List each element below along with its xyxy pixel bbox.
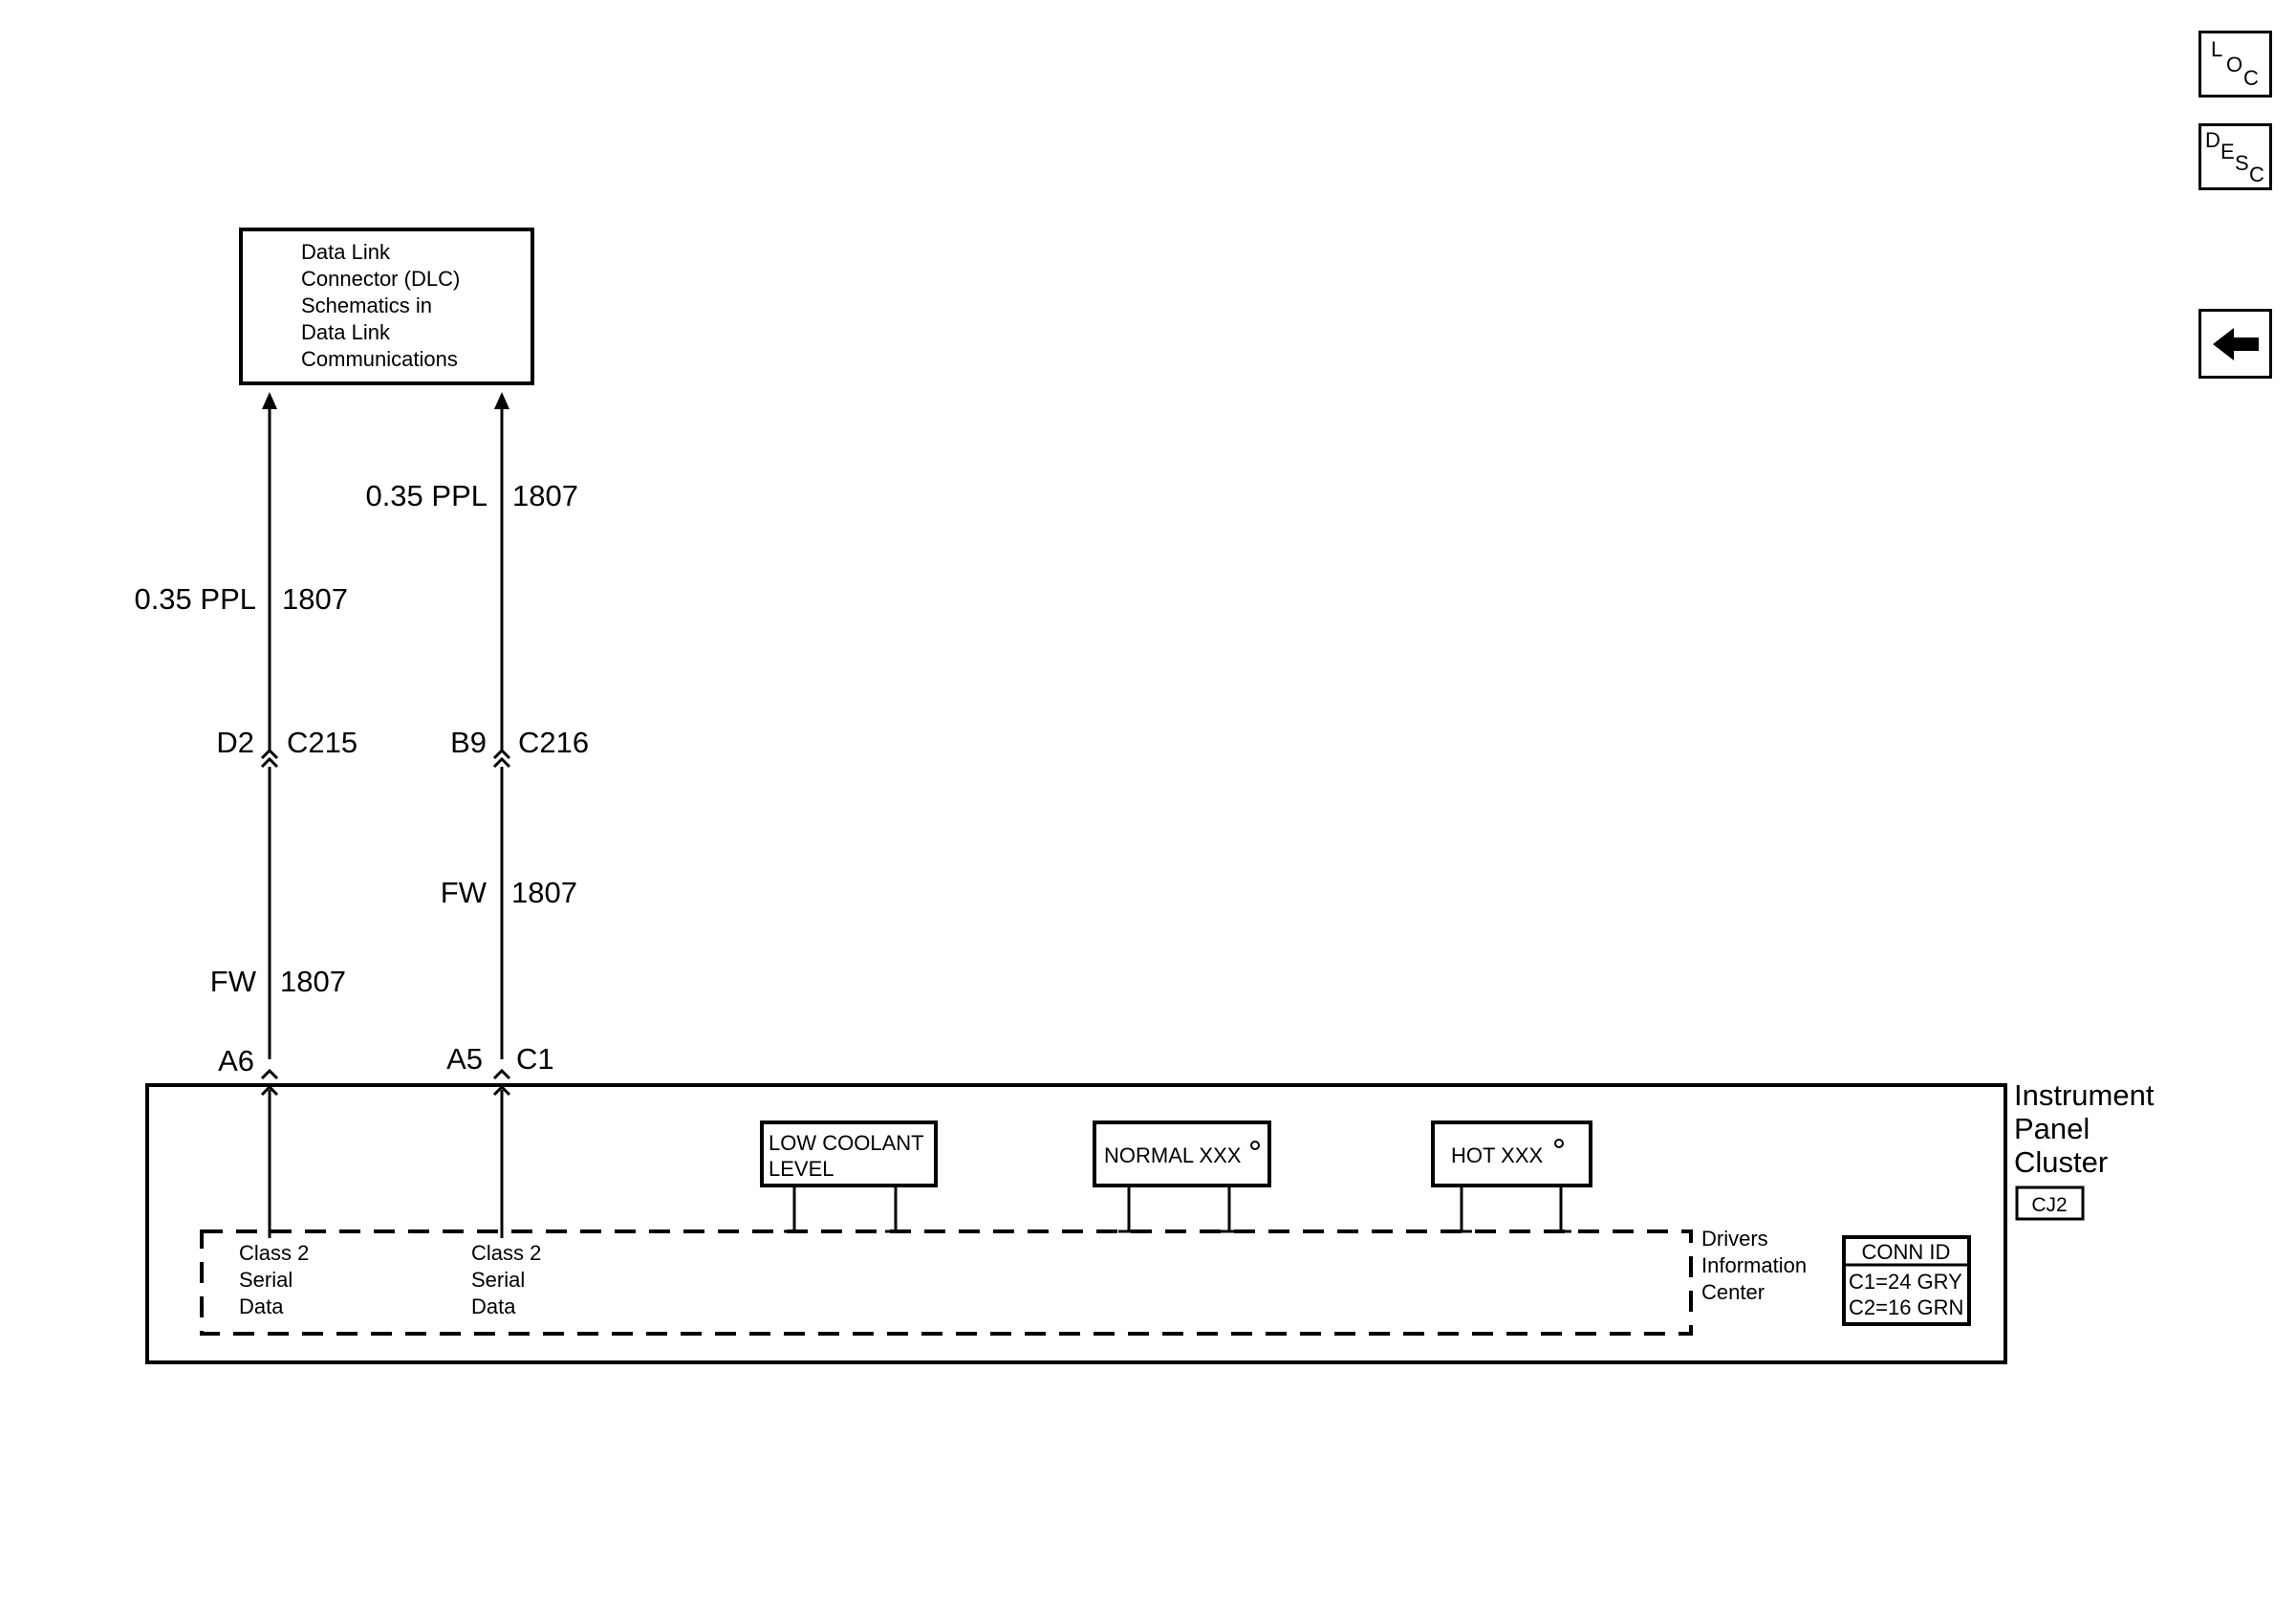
cluster-name-line-1: Instrument [2014,1078,2155,1112]
cluster-name-line-3: Cluster [2014,1145,2108,1179]
conn-id-row-2: C2=16 GRN [1849,1295,1963,1319]
conn-c215-label: C215 [287,726,357,759]
dlc-box-line-3: Schematics in [301,294,432,317]
cluster-name-line-2: Panel [2014,1112,2090,1145]
dlc-box[interactable] [239,228,534,385]
dlc-arrow-left [262,392,277,409]
dic-dashed-box [200,1229,1693,1336]
dlc-box-line-1: Data Link [301,240,391,264]
serial-left-line-1: Class 2 [239,1241,309,1265]
cluster-conn-c1: C1 [516,1042,554,1076]
desc-letter-e: E [2220,140,2235,163]
degree-icon [1250,1141,1260,1150]
wire-left-upper-gauge: 0.35 PPL [134,582,256,616]
cluster-code: CJ2 [2031,1194,2067,1216]
wire-right-lower-color: FW [441,876,487,909]
desc-letter-s: S [2235,151,2249,175]
loc-letter-c: C [2243,66,2259,90]
indicator-normal-terminals [1118,1186,1240,1233]
dic-line-3: Center [1701,1280,1765,1304]
conn-id-header: CONN ID [1862,1240,1951,1264]
conn-id-row-1: C1=24 GRY [1849,1270,1962,1294]
indicator-hot[interactable] [1431,1120,1592,1187]
serial-right-line-1: Class 2 [471,1241,541,1265]
dic-line-2: Information [1701,1253,1807,1277]
wire-circuit-1807-left [260,402,279,1238]
wire-left-lower-circuit: 1807 [280,965,346,998]
dic-line-1: Drivers [1701,1227,1768,1251]
indicator-low-coolant-terminals [784,1186,906,1233]
loc-letter-o: O [2226,53,2243,76]
serial-left-line-3: Data [239,1295,284,1318]
desc-letter-c: C [2249,163,2264,186]
dlc-box-line-2: Connector (DLC) [301,267,460,291]
indicator-normal[interactable] [1093,1120,1271,1187]
loc-letter-l: L [2211,37,2223,61]
wire-right-lower-circuit: 1807 [511,876,577,909]
indicator-hot-label: HOT XXX [1451,1143,1544,1167]
cluster-code-box [2015,1186,2085,1221]
desc-letter-d: D [2205,128,2220,152]
serial-right-line-2: Serial [471,1268,525,1292]
wire-left-upper-circuit: 1807 [282,582,348,616]
degree-icon [1554,1139,1564,1148]
wire-right-upper-gauge: 0.35 PPL [365,479,487,512]
wire-left-lower-color: FW [210,965,257,998]
indicator-low-coolant-line-2: LEVEL [769,1157,834,1181]
indicator-low-coolant[interactable] [760,1120,938,1187]
instrument-panel-cluster-box[interactable] [145,1083,2007,1364]
indicator-normal-label: NORMAL XXX [1104,1143,1242,1167]
conn-id-table [1842,1235,1971,1326]
back-button[interactable] [2199,309,2272,379]
indicator-low-coolant-line-1: LOW COOLANT [769,1131,924,1155]
serial-right-line-3: Data [471,1295,516,1318]
cluster-pin-a5: A5 [446,1042,483,1076]
conn-c215-pin: D2 [216,726,254,759]
conn-c216-label: C216 [518,726,589,759]
back-arrow-icon [2213,328,2259,360]
conn-c216-pin: B9 [450,726,487,759]
loc-button[interactable]: L O C [2199,31,2272,98]
dlc-box-line-4: Data Link [301,320,391,344]
dlc-arrow-right [494,392,509,409]
dlc-box-line-5: Communications [301,347,458,371]
indicator-hot-terminals [1451,1186,1571,1233]
wire-circuit-1807-right [492,402,511,1238]
serial-left-line-2: Serial [239,1268,292,1292]
cluster-pin-a6: A6 [218,1044,254,1077]
wire-right-upper-circuit: 1807 [512,479,578,512]
desc-button[interactable]: D E S C [2199,123,2272,190]
